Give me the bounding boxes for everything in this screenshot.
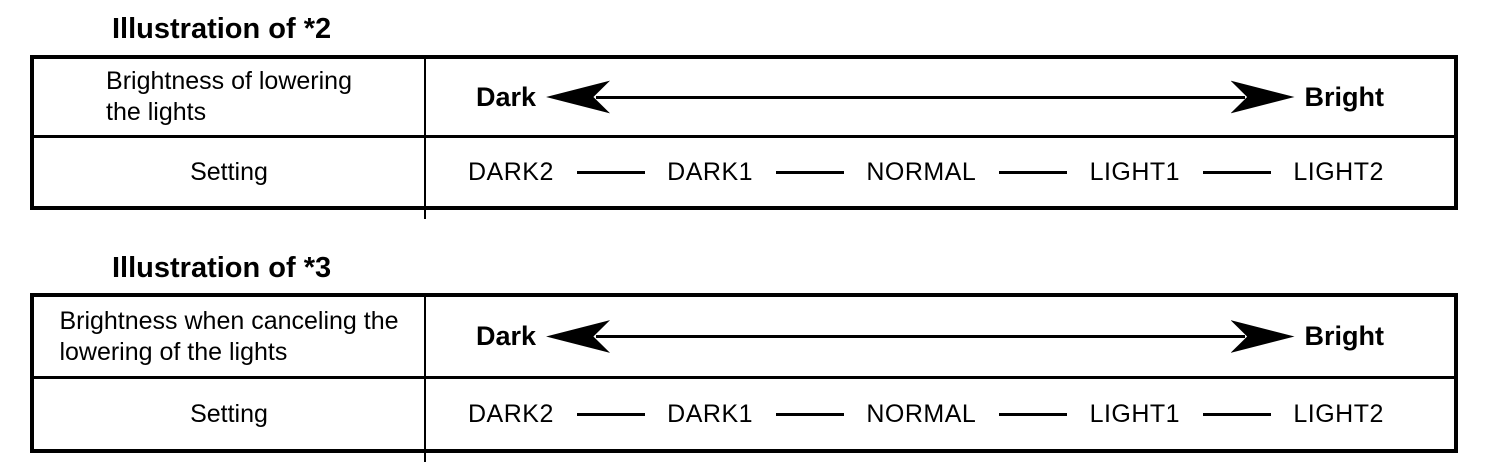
brightness-label: Brightness of lowering the lights	[106, 66, 352, 128]
setting-option: DARK2	[468, 399, 554, 428]
dark-to-bright-arrow	[546, 320, 1295, 354]
setting-separator-line	[998, 412, 1067, 416]
settings-scale: DARK2 DARK1 NORMAL LIGHT1 LIGHT2	[426, 138, 1454, 206]
setting-option: NORMAL	[866, 399, 977, 428]
figure-illustration-2: Illustration of *2 Brightness of lowerin…	[0, 13, 1504, 219]
setting-option: LIGHT1	[1089, 399, 1181, 428]
table-row: Setting DARK2 DARK1 NORMAL LIGHT1 LIGHT2	[34, 379, 1454, 449]
dark-label: Dark	[476, 81, 537, 112]
settings-scale: DARK2 DARK1 NORMAL LIGHT1 LIGHT2	[426, 379, 1454, 449]
brightness-scale: Dark Bright	[426, 297, 1454, 376]
brightness-label-line1: Brightness of lowering	[106, 67, 352, 95]
row-header-setting: Setting	[34, 379, 426, 449]
table-row: Brightness of lowering the lights Dark B…	[34, 59, 1454, 138]
setting-option: NORMAL	[866, 157, 977, 186]
brightness-table: Brightness when canceling the lowering o…	[30, 293, 1458, 462]
table-row: Setting DARK2 DARK1 NORMAL LIGHT1 LIGHT2	[34, 138, 1454, 206]
row-header-brightness: Brightness of lowering the lights	[34, 59, 426, 135]
table-row: Brightness when canceling the lowering o…	[34, 297, 1454, 379]
brightness-label-line2: lowering of the lights	[59, 337, 288, 366]
bright-label: Bright	[1304, 81, 1384, 112]
brightness-table: Brightness of lowering the lights Dark B…	[30, 55, 1458, 219]
arrow-shaft	[596, 335, 1245, 338]
setting-separator-line	[576, 170, 645, 174]
figure-illustration-3: Illustration of *3 Brightness when cance…	[0, 252, 1504, 462]
brightness-label-line2: the lights	[106, 98, 207, 126]
setting-option: DARK1	[667, 399, 754, 428]
dark-label: Dark	[476, 321, 537, 351]
setting-separator-line	[775, 170, 844, 174]
brightness-label-line1: Brightness when canceling the	[59, 306, 399, 335]
figure-title: Illustration of *2	[112, 13, 332, 45]
setting-separator-line	[1202, 170, 1271, 174]
setting-option: LIGHT1	[1089, 157, 1181, 186]
setting-option: DARK2	[468, 157, 554, 186]
setting-separator-line	[998, 170, 1067, 174]
dark-to-bright-arrow	[546, 80, 1295, 114]
brightness-scale: Dark Bright	[426, 59, 1454, 135]
setting-option: DARK1	[667, 157, 754, 186]
arrow-shaft	[596, 95, 1245, 99]
row-header-brightness: Brightness when canceling the lowering o…	[34, 297, 426, 376]
setting-option: LIGHT2	[1293, 399, 1384, 428]
setting-separator-line	[576, 412, 645, 416]
bright-label: Bright	[1304, 321, 1384, 351]
brightness-label: Brightness when canceling the lowering o…	[59, 306, 398, 368]
setting-option: LIGHT2	[1293, 157, 1384, 186]
setting-separator-line	[1202, 412, 1271, 416]
setting-separator-line	[775, 412, 844, 416]
row-header-setting: Setting	[34, 138, 426, 206]
column-divider-tick	[424, 449, 426, 462]
figure-title: Illustration of *3	[112, 252, 332, 284]
column-divider-tick	[424, 206, 426, 219]
